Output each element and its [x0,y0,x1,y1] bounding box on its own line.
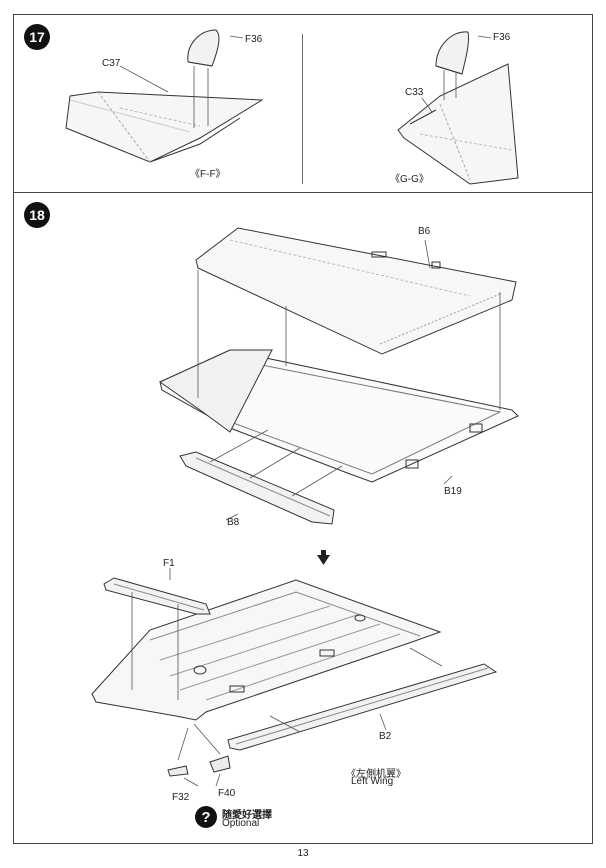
optional-question-icon: ? [195,806,217,828]
view-label-ff: 《F-F》 [190,169,226,180]
f1-part [104,578,210,614]
f40-part [210,756,230,772]
part-label-f36-right: F36 [493,32,511,43]
gg-wing-panel [398,64,518,184]
part-label-b19: B19 [444,486,462,497]
part-label-f36-left: F36 [245,34,263,45]
part-label-b2: B2 [379,731,392,742]
optional-label-en: Optional [222,818,260,829]
instruction-frame [13,14,593,844]
gg-fin-part [436,32,469,74]
part-label-f1: F1 [163,558,175,569]
b6-wing-skin [196,228,516,354]
step18-top-guide-lines [198,240,500,520]
part-label-b6: B6 [418,226,431,237]
part-label-f40: F40 [218,788,236,799]
part-label-c33: C33 [405,87,424,98]
step-18-badge: 18 [24,202,50,228]
step18-bottom-guide-lines [132,568,442,786]
part-label-c37: C37 [102,58,121,69]
view-label-gg: 《G-G》 [390,174,429,185]
b19-wing-frame [160,350,518,482]
ff-fin-part [188,30,219,66]
f32-part [168,766,188,776]
b8-flap [180,452,334,524]
view-label-left-wing-en: Left Wing [351,776,394,787]
optional-label-zh: 随愛好選擇 [222,810,272,821]
lower-wing-panel [92,580,440,720]
part-label-b8: B8 [227,517,240,528]
part-label-f32: F32 [172,792,190,803]
page-number: 13 [297,848,309,859]
view-divider [302,34,303,184]
down-arrow-icon [317,550,330,565]
view-label-left-wing-zh: 《左側机翼》 [346,769,406,780]
gg-guide-lines [422,36,491,112]
step-17-badge: 17 [24,24,50,50]
ff-guide-lines [120,36,243,128]
step-divider [13,192,593,193]
b2-part [228,664,496,750]
ff-wing-panel [66,92,262,162]
